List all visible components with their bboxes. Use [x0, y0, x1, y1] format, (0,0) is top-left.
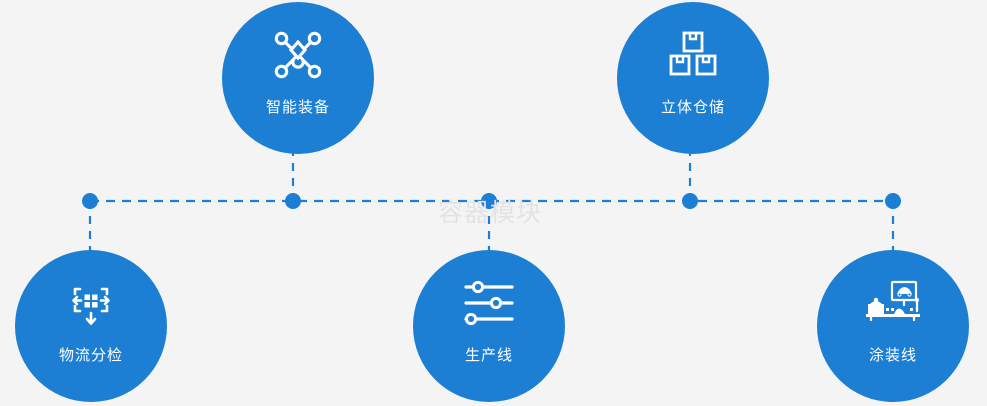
node-label: 立体仓储 — [660, 98, 725, 116]
node-painting-line[interactable]: 涂装线 — [817, 250, 969, 402]
node-label: 智能装备 — [265, 98, 330, 116]
node-label: 生产线 — [464, 346, 513, 364]
junction-dot-production-line — [481, 193, 497, 209]
sliders-icon — [460, 274, 518, 332]
watermark-text: 容器模块 — [437, 198, 542, 227]
junction-dot-stereoscopic-warehouse — [682, 193, 698, 209]
node-production-line[interactable]: 生产线 — [413, 250, 565, 402]
node-stereoscopic-warehouse[interactable]: 立体仓储 — [617, 2, 769, 154]
node-logistics-sorting[interactable]: 物流分检 — [15, 250, 167, 402]
node-smart-equipment[interactable]: 智能装备 — [222, 2, 374, 154]
node-label: 物流分检 — [58, 346, 123, 364]
stacked-boxes-icon — [664, 26, 722, 84]
junction-dot-painting-line — [885, 193, 901, 209]
factory-monitor-icon — [864, 274, 922, 332]
node-label: 涂装线 — [868, 346, 917, 364]
junction-dot-smart-equipment — [285, 193, 301, 209]
sorting-arrows-icon — [62, 274, 120, 332]
network-nodes-icon — [269, 26, 327, 84]
junction-dot-logistics-sorting — [82, 193, 98, 209]
